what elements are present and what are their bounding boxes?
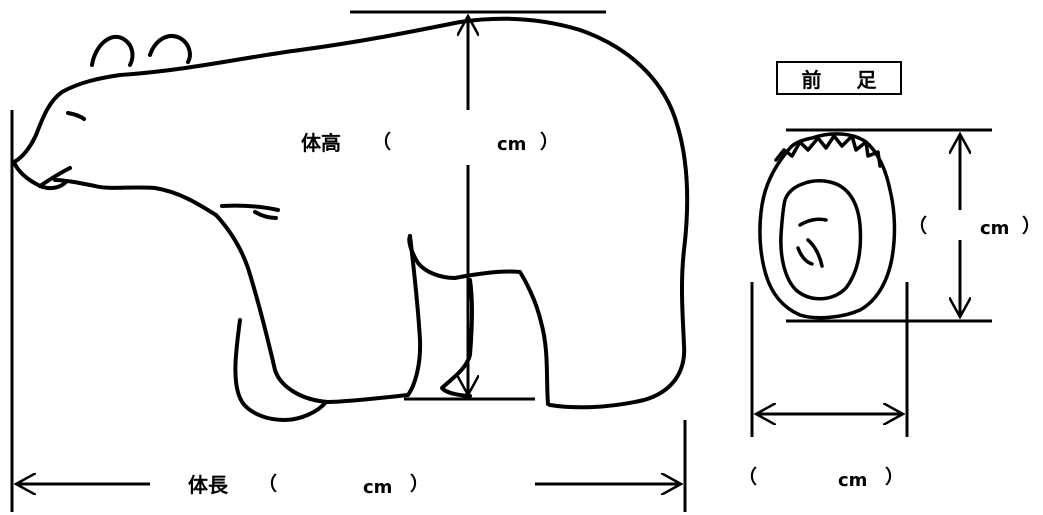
body-height-unit: cm (497, 134, 527, 155)
front-foot-label: 前 足 (801, 67, 891, 92)
foot-length-open-paren: （ (908, 215, 928, 237)
body-length-open-paren: （ (258, 473, 278, 495)
body-length-label: 体長 (188, 473, 228, 497)
body-height-label: 体高 (301, 131, 341, 155)
body-length-unit: cm (363, 477, 393, 498)
body-height-close-paren: ） (540, 131, 560, 153)
paw-print-icon (758, 132, 897, 320)
foot-length-unit: cm (980, 218, 1010, 239)
foot-length-close-paren: ） (1022, 215, 1042, 237)
foot-width-unit: cm (838, 470, 868, 491)
foot-width-close-paren: ） (885, 466, 905, 488)
foot-width-open-paren: （ (738, 466, 758, 488)
body-height-open-paren: （ (372, 131, 392, 153)
body-length-close-paren: ） (410, 473, 430, 495)
dimension-lines (10, 10, 992, 512)
bear-outline-icon (12, 16, 690, 422)
front-foot-badge: 前 足 (776, 61, 902, 95)
